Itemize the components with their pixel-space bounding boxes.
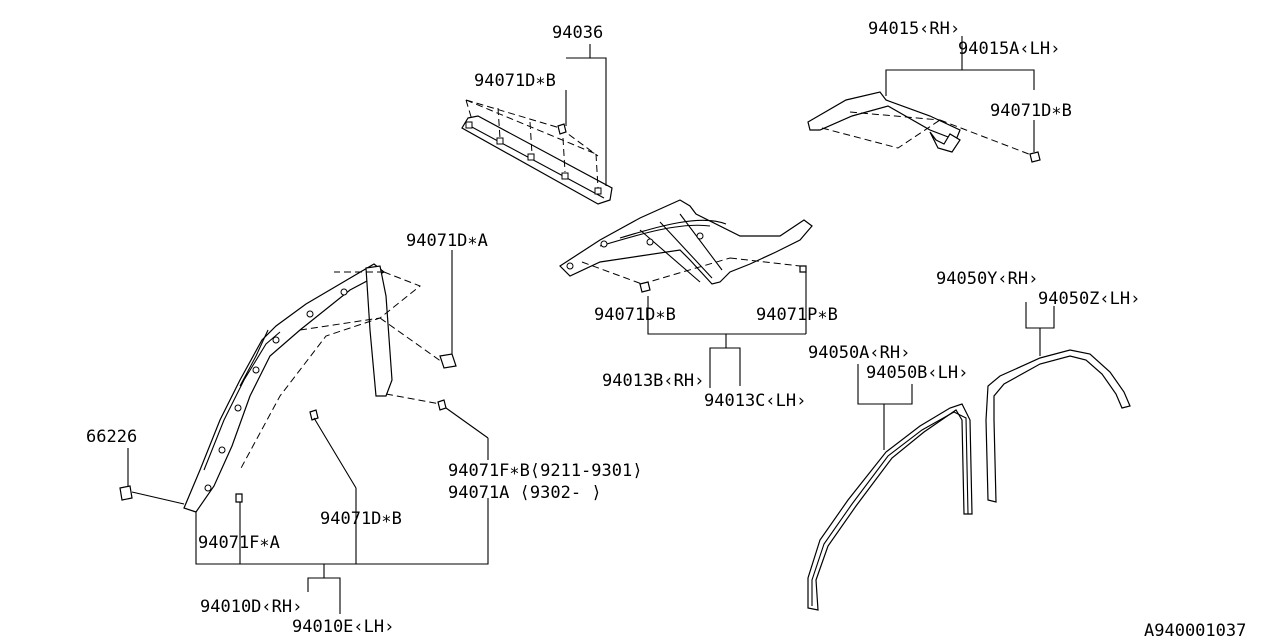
clips-94036: [465, 121, 602, 195]
part-94050A-weatherstrip: [807, 403, 973, 611]
part-94013-trim: [559, 199, 813, 293]
label-94013c-lh: 94013C‹LH›: [704, 391, 806, 411]
label-94071DB-low: 94071D∗B: [320, 509, 402, 529]
leader-94036: [565, 44, 607, 186]
label-94013b-rh: 94013B‹RH›: [602, 371, 704, 391]
label-94071A: 94071A ⟨9302- ⟩: [448, 483, 602, 503]
label-66226: 66226: [86, 427, 137, 447]
label-94010d-rh: 94010D‹RH›: [200, 597, 302, 617]
label-94050a-rh: 94050A‹RH›: [808, 343, 910, 363]
label-94050b-lh: 94050B‹LH›: [866, 363, 968, 383]
label-94071DB-mid: 94071D∗B: [594, 305, 676, 325]
label-94071DA: 94071D∗A: [406, 231, 488, 251]
label-94071DB-right: 94071D∗B: [990, 101, 1072, 121]
label-94071FB: 94071F∗B⟨9211-9301⟩: [448, 461, 642, 481]
leader-94050Y: [1025, 302, 1055, 356]
part-94010-pillar-trim: [183, 263, 457, 513]
part-94050Y-weatherstrip: [985, 349, 1131, 503]
label-94010e-lh: 94010E‹LH›: [292, 617, 394, 637]
leader-94010: [195, 407, 489, 614]
leader-94013: [647, 272, 807, 388]
clips-94013: [566, 232, 704, 270]
label-94071PB: 94071P∗B: [756, 305, 838, 325]
label-94050z-lh: 94050Z‹LH›: [1038, 289, 1140, 309]
label-94015a-lh: 94015A‹LH›: [958, 39, 1060, 59]
label-94071FA: 94071F∗A: [198, 533, 280, 553]
label-94036: 94036: [552, 23, 603, 43]
figure-id: A940001037: [1144, 621, 1246, 640]
leader-94050A: [857, 364, 913, 450]
leader-94015: [885, 36, 1035, 152]
part-94015-trim: [807, 91, 1041, 163]
clips-94010: [204, 288, 348, 492]
label-94071DB-top: 94071D∗B: [474, 71, 556, 91]
label-94050y-rh: 94050Y‹RH›: [936, 269, 1038, 289]
part-94036-trim-strip: [461, 99, 613, 205]
part-66226-screw: [119, 485, 185, 505]
label-94015-rh: 94015‹RH›: [868, 19, 960, 39]
